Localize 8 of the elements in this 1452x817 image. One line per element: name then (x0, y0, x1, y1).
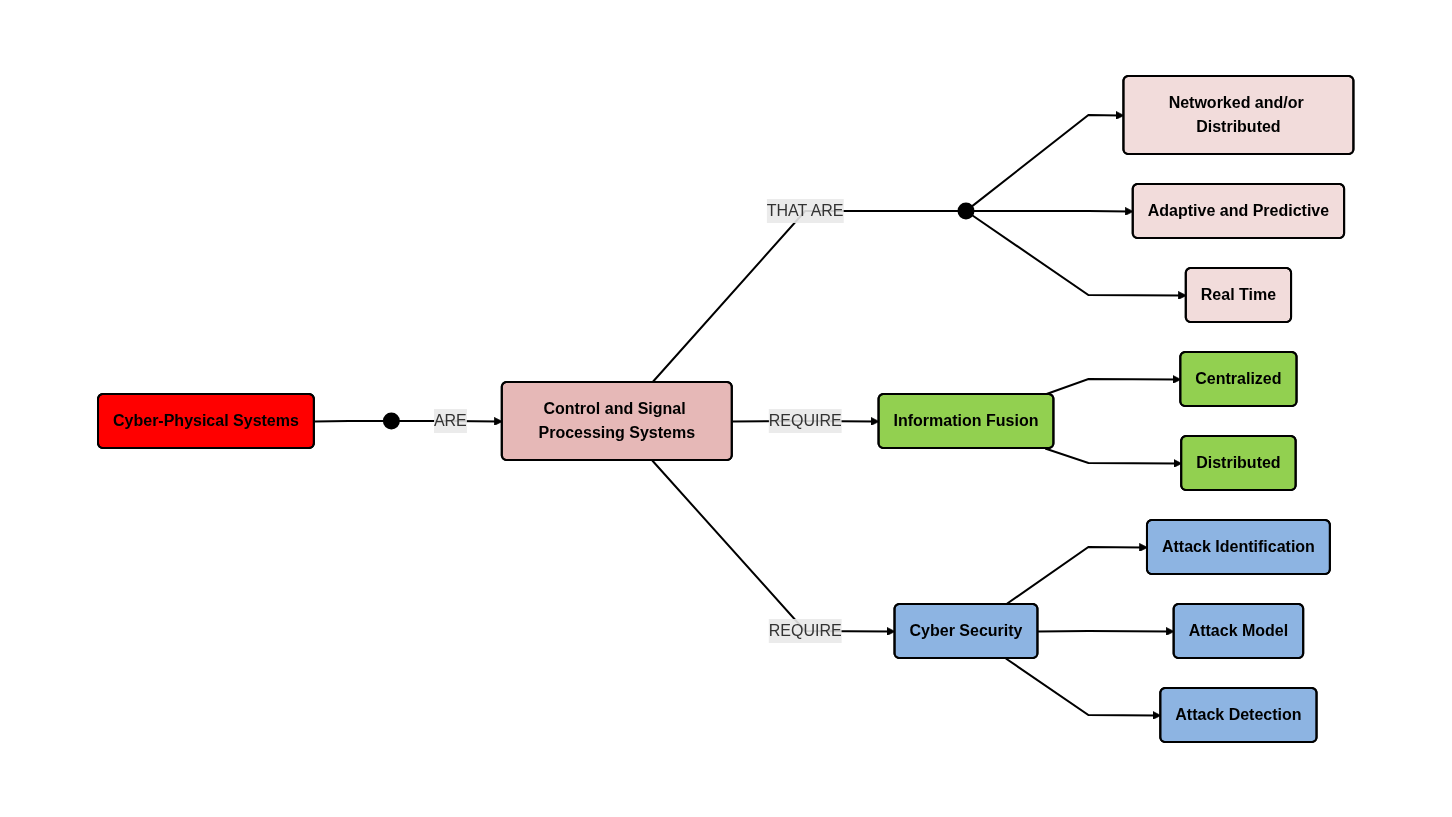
edge-label: REQUIRE (768, 411, 842, 429)
node-circle (957, 202, 975, 219)
edge-label: THAT ARE (767, 201, 844, 219)
node-circle (383, 412, 401, 429)
edge-label: REQUIRE (768, 621, 842, 639)
arrow (972, 206, 1134, 216)
edge-label: ARE (434, 411, 468, 429)
arrow (971, 213, 1187, 300)
